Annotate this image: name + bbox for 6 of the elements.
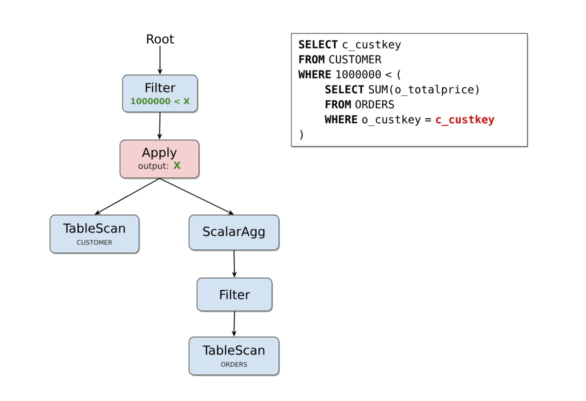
operator-box: Apply output: X xyxy=(120,140,200,180)
root-label: Root xyxy=(147,34,174,44)
operator-box: Filter 1000000 < X xyxy=(122,74,198,114)
operator-box: Filter xyxy=(196,278,273,312)
operator-box: ScalarAgg xyxy=(188,214,280,252)
sql-code-box: SELECT c_custkey FROM CUSTOMER WHERE 1000000 < ( SELECT SUM(o_totalprice) FROM ORDERS WHERE o_custkey = c_custkey ) xyxy=(291,33,528,148)
